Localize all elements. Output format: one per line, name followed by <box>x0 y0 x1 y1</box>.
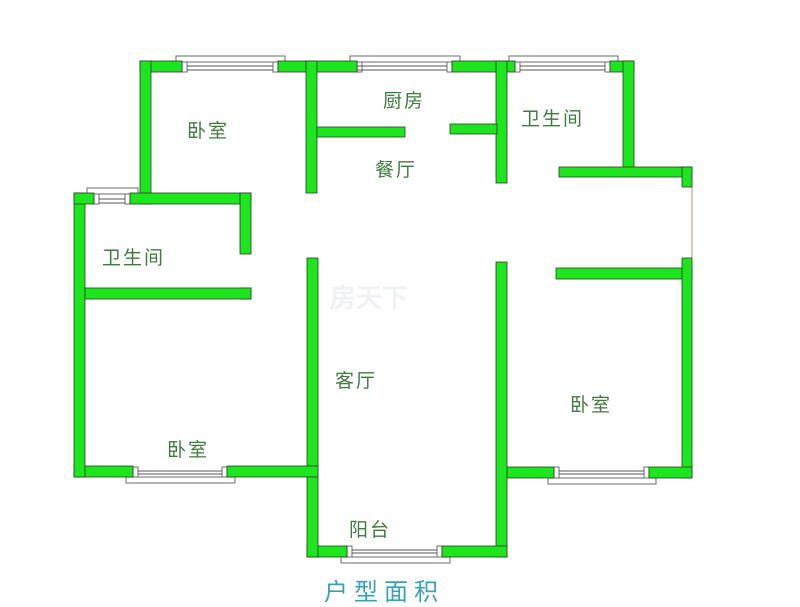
window-bedroom-top-left <box>175 55 286 73</box>
room-label-bathroom-top-right: 卫生间 <box>521 108 585 130</box>
room-label-bathroom-left: 卫生间 <box>102 247 166 269</box>
window-kitchen <box>349 55 461 73</box>
windows <box>86 55 693 564</box>
floor-plan <box>73 55 693 564</box>
room-label-dining: 餐厅 <box>375 159 418 181</box>
room-label-balcony: 阳台 <box>349 519 392 541</box>
window-bedroom-right <box>547 466 657 485</box>
window-bathroom-top-right <box>508 55 619 73</box>
floor-plan-title: 户型面积 <box>324 578 444 606</box>
room-label-living-room: 客厅 <box>335 370 378 392</box>
window-balcony <box>340 545 451 564</box>
room-label-kitchen: 厨房 <box>383 90 426 112</box>
room-label-bedroom-bottom-left: 卧室 <box>167 439 210 461</box>
walls <box>73 60 693 558</box>
watermark: 房天下 <box>330 284 409 314</box>
room-label-bedroom-right: 卧室 <box>570 394 613 416</box>
window-bedroom-bottom-left <box>125 466 236 484</box>
room-label-bedroom-top-left: 卧室 <box>187 120 230 142</box>
